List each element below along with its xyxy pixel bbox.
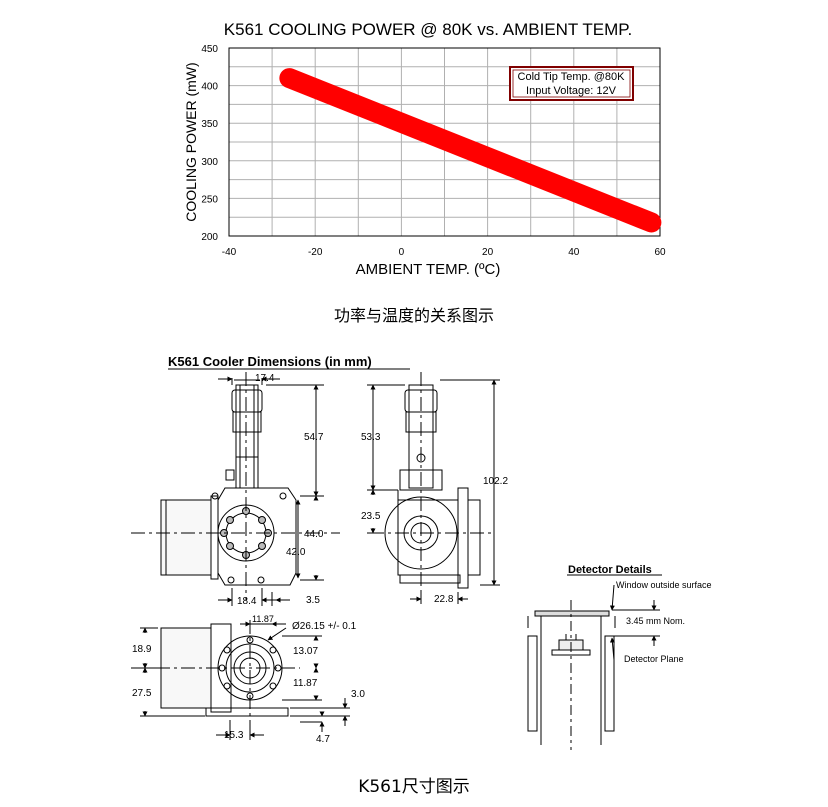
dim-102-2: 102.2 xyxy=(483,476,508,487)
dim-53-3: 53.3 xyxy=(361,432,381,443)
series-layer xyxy=(279,68,662,233)
plot-frame xyxy=(228,47,661,237)
detector-details-title: Detector Details xyxy=(568,564,652,576)
dim-54-7: 54.7 xyxy=(304,432,324,443)
x-tick-label: 0 xyxy=(399,247,405,258)
dim-3-5: 3.5 xyxy=(306,595,320,606)
dim-11-87: 11.87 xyxy=(293,678,318,689)
dim-22-8: 22.8 xyxy=(434,594,454,605)
detector-details xyxy=(527,584,660,750)
dim-13-07: 13.07 xyxy=(293,646,318,657)
x-tick-labels: -40 -20 0 20 40 60 xyxy=(222,247,666,258)
x-tick-label: -40 xyxy=(222,247,237,258)
drawing-title: K561 Cooler Dimensions (in mm) xyxy=(168,354,372,369)
x-tick-label: 20 xyxy=(482,247,494,258)
dim-3-0: 3.0 xyxy=(351,689,365,700)
y-tick-label: 350 xyxy=(201,119,218,130)
side-view xyxy=(370,372,495,600)
dim-11-87-top: 11.87 xyxy=(252,614,274,624)
x-tick-label: 40 xyxy=(568,247,580,258)
y-tick-label: 400 xyxy=(201,82,218,93)
top-view xyxy=(131,620,300,735)
dim-18-9: 18.9 xyxy=(132,644,152,655)
legend-box: Cold Tip Temp. @80K Input Voltage: 12V xyxy=(509,66,634,101)
x-axis-label: AMBIENT TEMP. (ºC) xyxy=(356,261,501,278)
dim-26-15-diameter: Ø26.15 +/- 0.1 xyxy=(292,621,357,632)
dim-4-7: 4.7 xyxy=(316,734,330,745)
chart-caption: 功率与温度的关系图示 xyxy=(333,306,494,325)
drawing-caption: K561尺寸图示 xyxy=(358,777,470,797)
x-tick-label: 60 xyxy=(654,247,666,258)
detector-plane-label: Detector Plane xyxy=(624,654,684,664)
dim-23-5: 23.5 xyxy=(361,511,381,522)
dim-17-4: 17.4 xyxy=(255,373,275,384)
dim-18-4: 18.4 xyxy=(237,596,257,607)
front-view xyxy=(131,372,340,600)
y-tick-label: 200 xyxy=(201,232,218,243)
y-tick-labels: 200 250 300 350 400 450 xyxy=(201,44,218,243)
legend-line-2: Input Voltage: 12V xyxy=(526,85,617,97)
y-axis-label: COOLING POWER (mW) xyxy=(183,62,199,221)
y-tick-label: 250 xyxy=(201,194,218,205)
window-surface-label: Window outside surface xyxy=(616,580,712,590)
chart-title: K561 COOLING POWER @ 80K vs. AMBIENT TEM… xyxy=(224,20,632,39)
dim-15-3: 15.3 xyxy=(224,730,244,741)
dim-44-0: 44.0 xyxy=(304,529,324,540)
x-tick-label: -20 xyxy=(308,247,323,258)
y-tick-label: 450 xyxy=(201,44,218,55)
cooling-power-chart: K561 COOLING POWER @ 80K vs. AMBIENT TEM… xyxy=(183,20,666,278)
dim-27-5: 27.5 xyxy=(132,688,152,699)
dim-42-0: 42.0 xyxy=(286,547,306,558)
y-tick-label: 300 xyxy=(201,157,218,168)
nominal-distance-label: 3.45 mm Nom. xyxy=(626,616,685,626)
legend-line-1: Cold Tip Temp. @80K xyxy=(518,71,626,83)
series-line xyxy=(279,68,662,233)
